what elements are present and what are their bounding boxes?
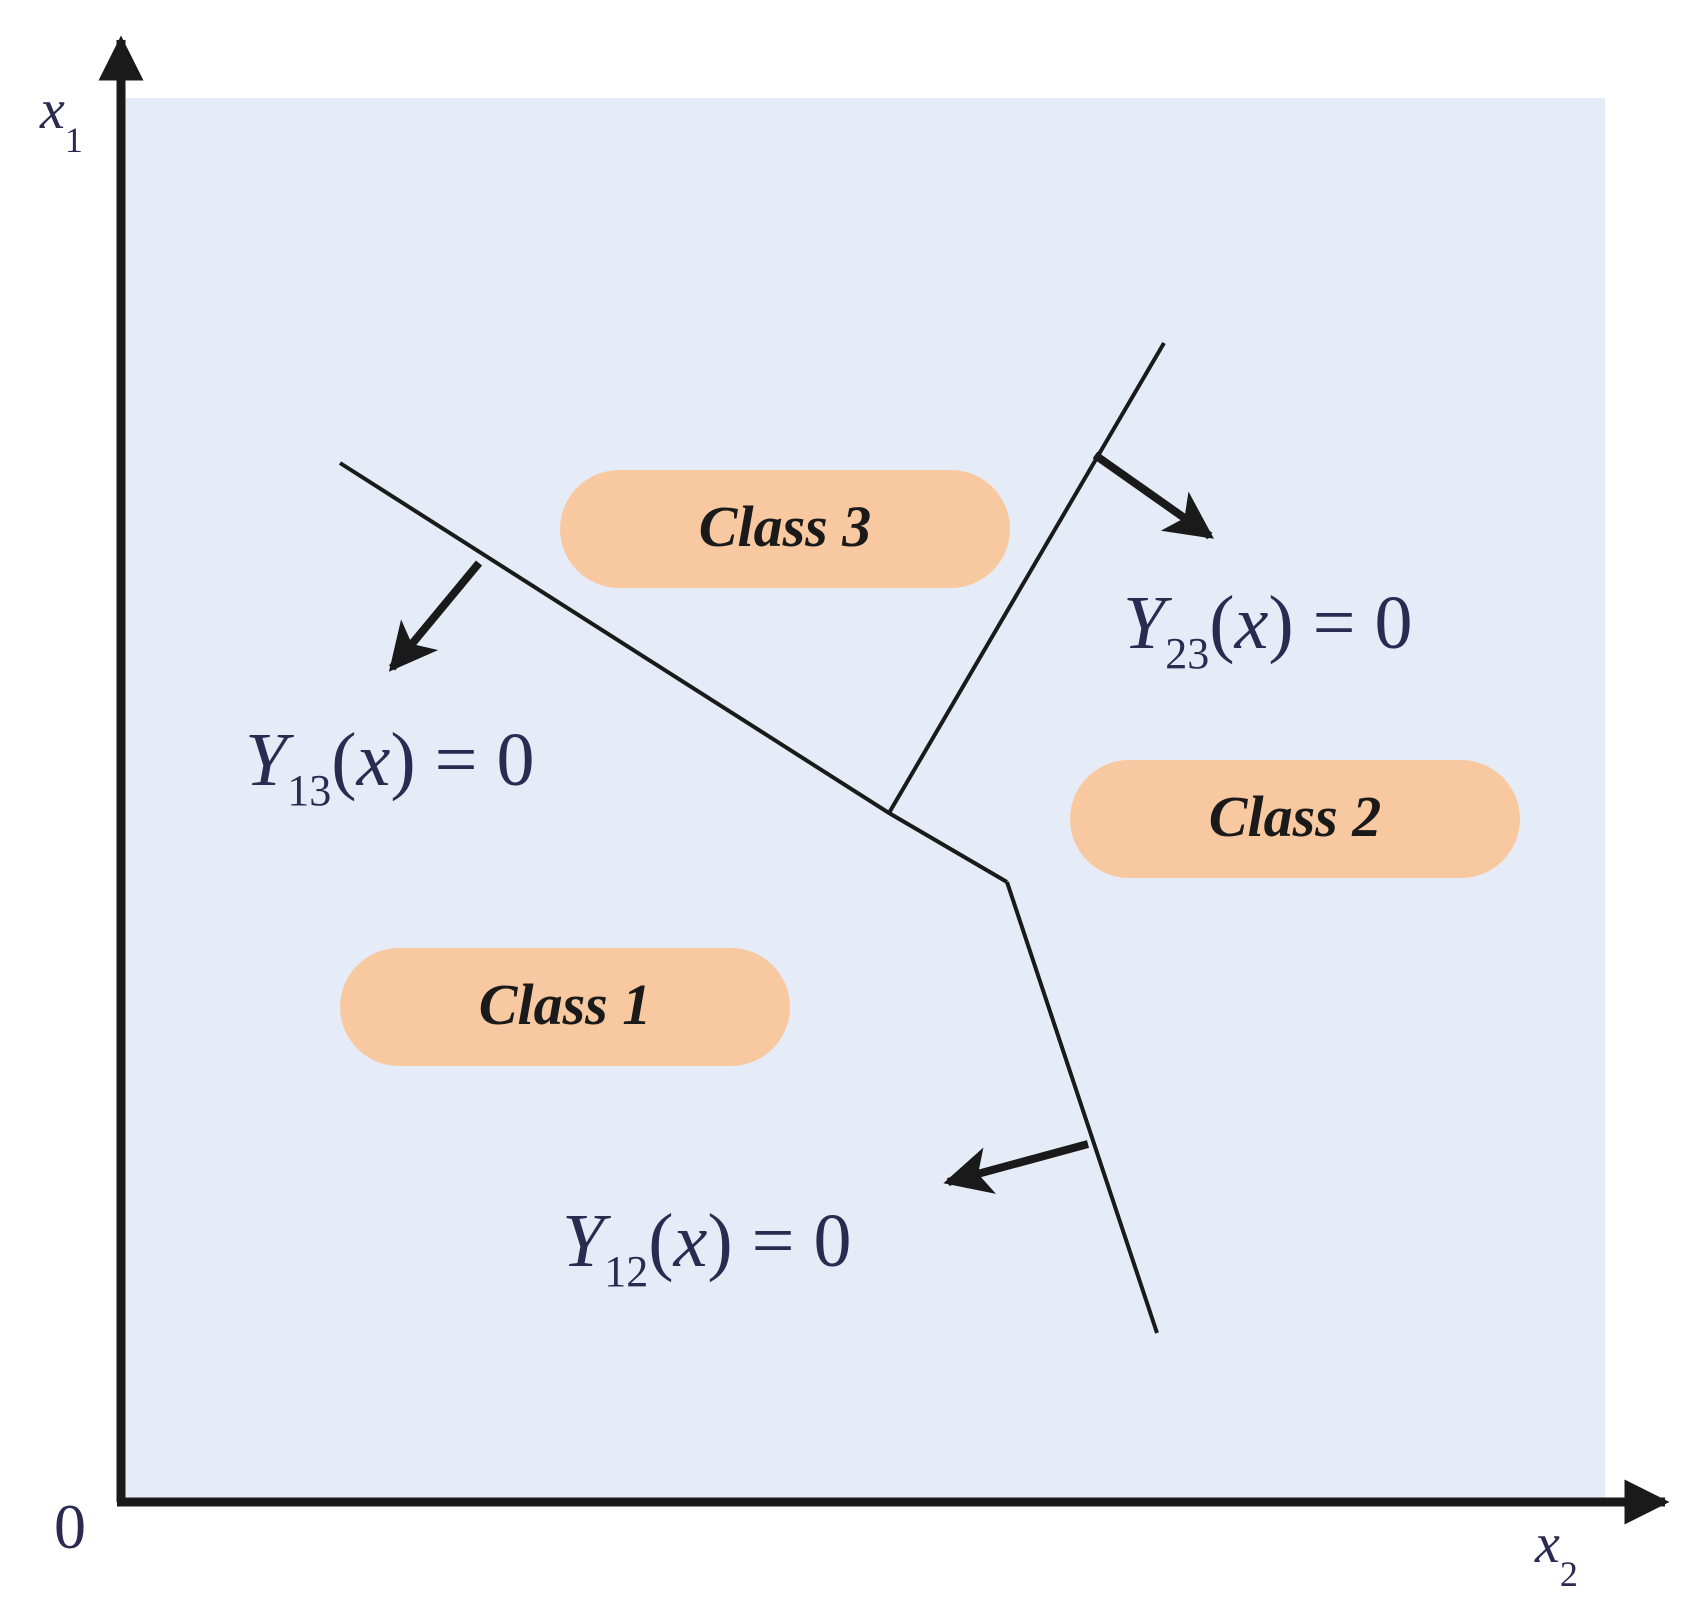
equation-y13: Y13(x) = 0	[245, 718, 535, 815]
equation-y12: Y12(x) = 0	[562, 1199, 852, 1296]
class-2-label: Class 2	[1209, 784, 1381, 849]
y13-direction-arrow	[388, 560, 483, 672]
equation-y23-sub: 23	[1165, 629, 1209, 678]
equation-y13-var: x	[356, 718, 391, 802]
origin-label: 0	[54, 1491, 86, 1562]
equation-y12-close: )	[707, 1199, 732, 1283]
equation-y12-letter: Y	[562, 1199, 612, 1283]
horizontal-axis-label-main: x	[1534, 1513, 1560, 1575]
equation-y23-rhs: = 0	[1294, 581, 1413, 665]
equation-y23: Y23(x) = 0	[1123, 581, 1413, 678]
equation-y23-letter: Y	[1123, 581, 1173, 665]
class-1-label: Class 1	[479, 972, 651, 1037]
equation-y23-close: )	[1268, 581, 1293, 665]
equation-y12-rhs: = 0	[733, 1199, 852, 1283]
horizontal-axis-label: x2	[1534, 1513, 1578, 1594]
equation-y23-var: x	[1234, 581, 1269, 665]
vertical-axis-label: x1	[39, 79, 83, 160]
y23-direction-arrow	[1092, 451, 1214, 540]
y12-direction-arrow	[943, 1140, 1090, 1194]
equation-y12-open: (	[648, 1199, 673, 1283]
class-1-pill: Class 1	[340, 948, 790, 1066]
equation-y12-sub: 12	[604, 1247, 648, 1296]
equation-y23-open: (	[1209, 581, 1234, 665]
class-2-pill: Class 2	[1070, 760, 1520, 878]
class-3-label: Class 3	[699, 494, 871, 559]
equation-y13-close: )	[390, 718, 415, 802]
boundary-y23	[887, 341, 1166, 815]
equation-y13-sub: 13	[287, 766, 331, 815]
equation-y12-var: x	[673, 1199, 708, 1283]
boundary-y12	[1005, 881, 1159, 1334]
horizontal-axis-label-sub: 2	[1560, 1554, 1578, 1594]
class-3-pill: Class 3	[560, 470, 1010, 588]
vertical-axis-label-main: x	[39, 79, 65, 141]
equation-y13-letter: Y	[245, 718, 295, 802]
vertical-axis-label-sub: 1	[65, 120, 83, 160]
equation-y13-open: (	[331, 718, 356, 802]
equation-y13-rhs: = 0	[416, 718, 535, 802]
